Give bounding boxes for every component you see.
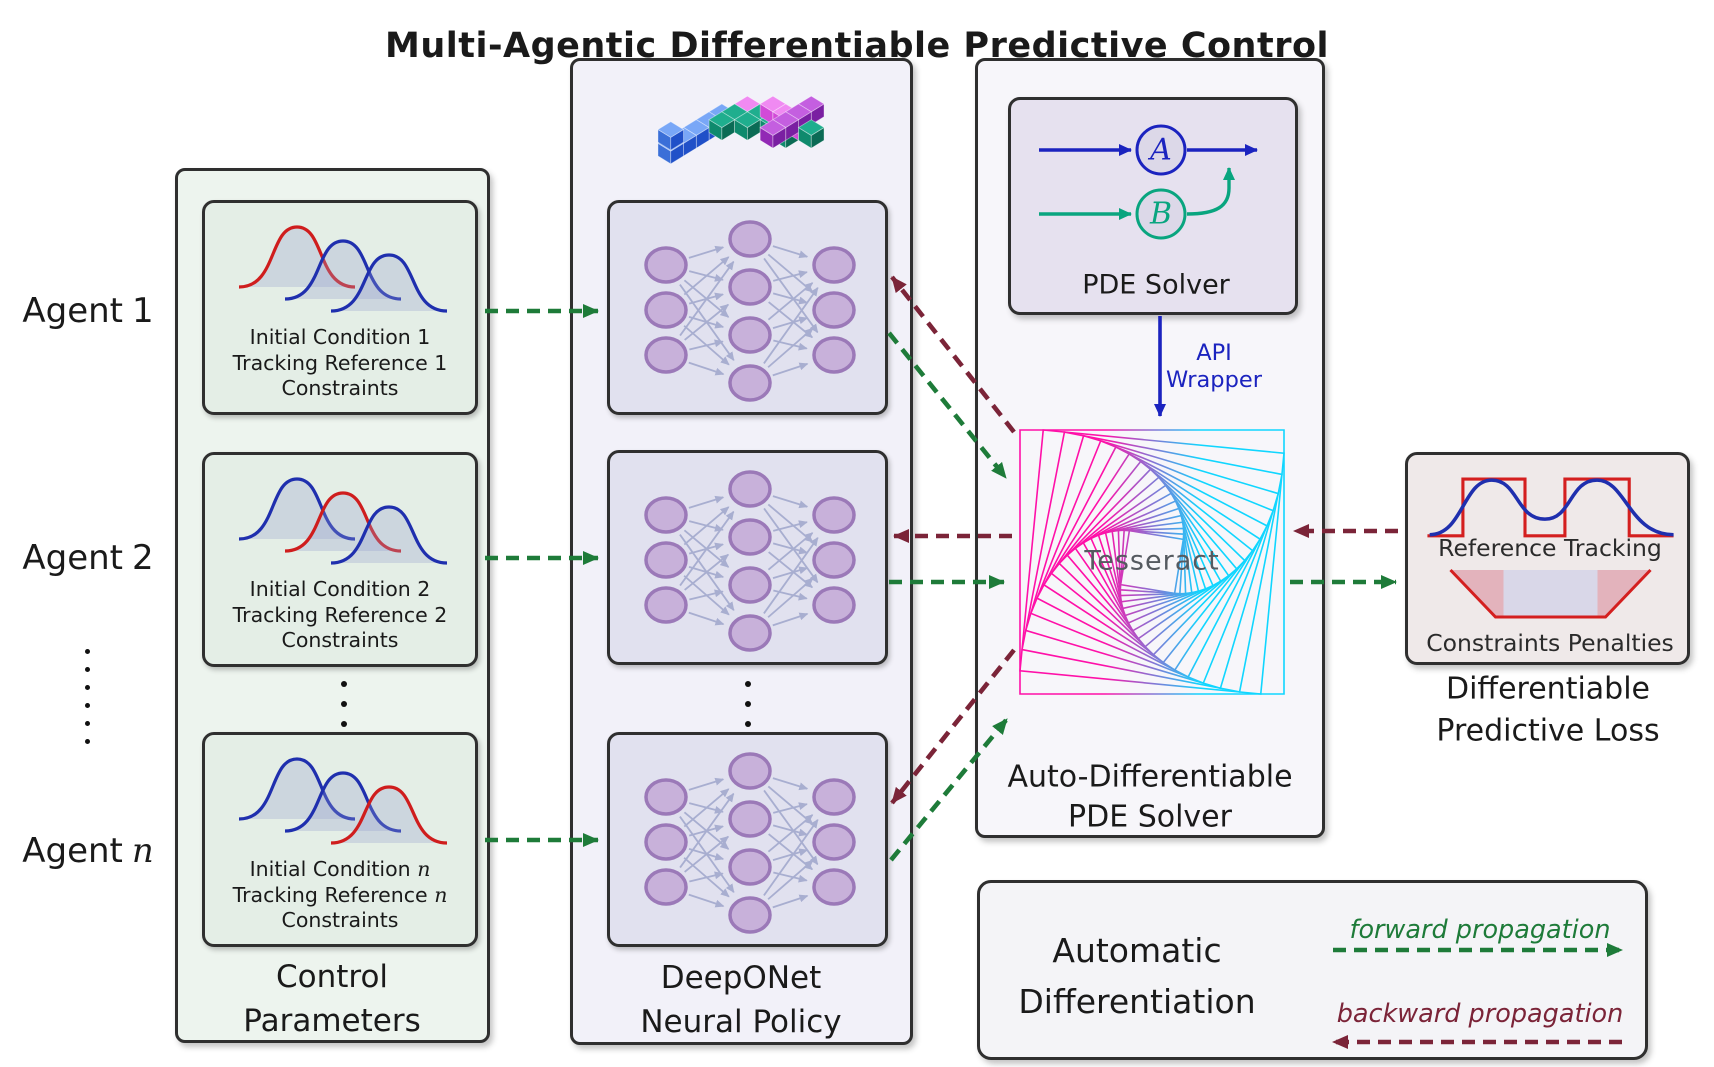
loss-caption-line2: Predictive Loss [1436, 713, 1660, 749]
policy-label-line1: DeepONet [660, 960, 822, 996]
policy-label-line2: Neural Policy [640, 1004, 842, 1040]
reference-tracking-graphic [1427, 477, 1674, 538]
distribution-curves-graphic [238, 477, 448, 565]
pde-solver-graphic [1039, 124, 1258, 240]
distribution-curves-graphic [238, 225, 448, 313]
neural-network-box-3 [607, 732, 888, 947]
neural-network-graphic [644, 220, 856, 402]
neural-network-graphic [644, 752, 856, 934]
neural-network-box-1 [607, 200, 888, 415]
distribution-curves-graphic [238, 757, 448, 845]
forward-propagation-label: forward propagation [1349, 915, 1611, 945]
tesseract-graphic [1019, 429, 1285, 695]
solver-label-line2: PDE Solver [1068, 799, 1232, 835]
ellipsis-dots-agent-boxes [341, 674, 347, 734]
operator-b-label: B [1149, 196, 1173, 232]
api-wrapper-label: API Wrapper [1166, 340, 1262, 393]
ellipsis-dots-agent-labels [85, 642, 90, 750]
legend-title: Automatic Differentiation [1018, 931, 1256, 1021]
pde-solver-label: PDE Solver [1082, 269, 1230, 301]
backward-propagation-label: backward propagation [1336, 999, 1624, 1029]
control-parameters-label-line2: Parameters [243, 1003, 421, 1039]
solver-label-line1: Auto-Differentiable [1007, 759, 1293, 795]
pde-solver-box: A B PDE Solver [1008, 97, 1298, 315]
agent-1-parameters-box: Initial Condition 1 Tracking Reference 1… [202, 200, 478, 415]
automatic-differentiation-legend: Automatic Differentiation forward propag… [977, 880, 1648, 1060]
constraints-penalties-graphic [1449, 568, 1652, 619]
agent-n-parameters-box: Initial Condition n Tracking Reference n… [202, 732, 478, 947]
neural-network-graphic [644, 470, 856, 652]
ellipsis-dots-networks [745, 674, 751, 734]
agent-1-parameters-text: Initial Condition 1 Tracking Reference 1… [232, 325, 448, 400]
constraints-penalties-label: Constraints Penalties [1426, 629, 1674, 657]
tesseract-label: Tesseract [1084, 545, 1220, 577]
operator-a-label: A [1150, 132, 1172, 168]
agent-2-parameters-box: Initial Condition 2 Tracking Reference 2… [202, 452, 478, 667]
agent-n-parameters-text: Initial Condition n Tracking Reference n… [232, 857, 448, 932]
reference-tracking-label: Reference Tracking [1438, 534, 1662, 562]
control-parameters-label-line1: Control [275, 959, 389, 995]
predictive-loss-box: Reference Tracking Constraints Penalties [1405, 452, 1690, 665]
agent-2-parameters-text: Initial Condition 2 Tracking Reference 2… [232, 577, 448, 652]
loss-caption-line1: Differentiable [1445, 671, 1651, 707]
jax-logo [657, 95, 825, 165]
neural-network-box-2 [607, 450, 888, 665]
